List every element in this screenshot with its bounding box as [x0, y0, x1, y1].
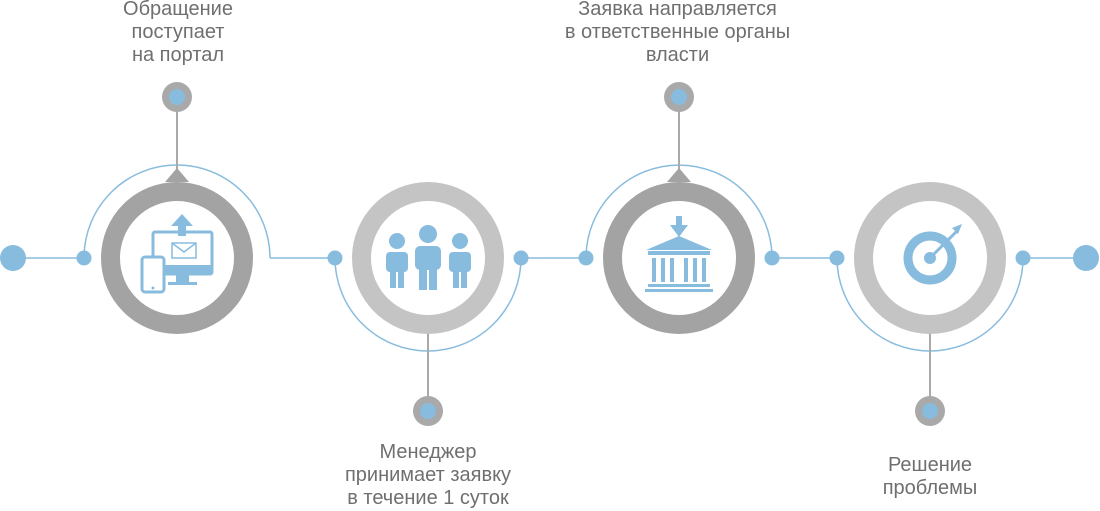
pin-step-3 — [664, 82, 694, 178]
upload-devices-icon — [140, 214, 214, 294]
step-2-line-2: принимает заявку — [344, 464, 512, 486]
pin-knob-dot — [671, 89, 687, 105]
node — [1015, 250, 1031, 266]
pin-knob-dot — [922, 403, 938, 419]
step-3-line-3: власти — [645, 44, 710, 66]
step-4-line-1: Решение — [887, 454, 973, 476]
step-1-line-3: на портал — [131, 44, 225, 66]
end-node — [1073, 245, 1099, 271]
step-1-label: Обращение поступает на портал — [68, 0, 288, 67]
node — [764, 250, 780, 266]
pin-knob-dot — [169, 89, 185, 105]
node — [327, 250, 343, 266]
government-building-icon — [645, 216, 713, 292]
step-2-line-3: в течение 1 суток — [347, 487, 509, 509]
pin-knob-dot — [420, 403, 436, 419]
target-arrow-icon — [903, 224, 962, 285]
node — [829, 250, 845, 266]
people-group-icon — [386, 225, 471, 290]
connector-nodes — [0, 245, 1099, 271]
node — [76, 250, 92, 266]
step-1-line-1: Обращение — [123, 0, 233, 20]
step-3-line-2: в ответственные органы — [564, 21, 791, 43]
step-4-line-2: проблемы — [882, 477, 978, 499]
pin-step-2 — [413, 334, 443, 426]
step-2-label: Менеджер принимает заявку в течение 1 су… — [310, 441, 546, 510]
step-4-label: Решение проблемы — [820, 454, 1040, 500]
pin-step-1 — [162, 82, 192, 178]
node — [513, 250, 529, 266]
step-1-line-2: поступает — [131, 21, 225, 43]
node — [578, 250, 594, 266]
step-3-line-1: Заявка направляется — [578, 0, 777, 20]
step-3-label: Заявка направляется в ответственные орга… — [525, 0, 830, 67]
start-node — [0, 245, 26, 271]
step-2-line-1: Менеджер — [379, 441, 477, 463]
pin-step-4 — [915, 334, 945, 426]
